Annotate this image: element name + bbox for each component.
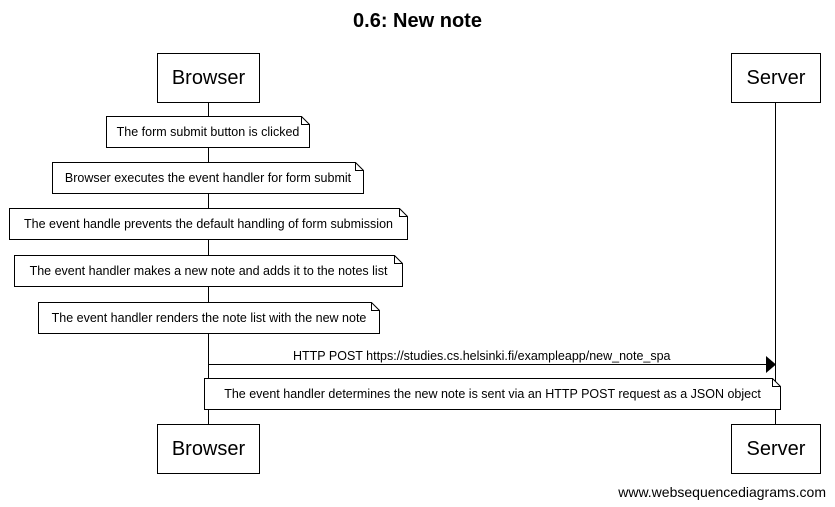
server-participant-top: Server [731,53,821,103]
note-post-json: The event handler determines the new not… [204,378,781,410]
browser-participant-bottom: Browser [157,424,260,474]
note-text: The form submit button is clicked [116,125,300,139]
message-label: HTTP POST https://studies.cs.helsinki.fi… [293,349,671,363]
note-text: Browser executes the event handler for f… [64,171,352,185]
note-text: The event handler makes a new note and a… [29,264,388,278]
note-shape [14,255,403,287]
browser-participant-label: Browser [171,437,246,460]
server-participant-label: Server [746,437,806,460]
note-shape [38,302,380,334]
note-text: The event handler renders the note list … [51,311,367,325]
note-new-note-added: The event handler makes a new note and a… [14,255,403,287]
note-shape [52,162,364,194]
note-submit-clicked: The form submit button is clicked [106,116,310,148]
message-arrow [208,356,776,373]
page-title: 0.6: New note [353,10,482,32]
note-text: The event handle prevents the default ha… [24,217,393,231]
footer-credit: www.websequencediagrams.com [618,484,826,500]
server-participant-label: Server [746,66,806,89]
note-execute-handler: Browser executes the event handler for f… [52,162,364,194]
browser-participant-top: Browser [157,53,260,103]
note-shape [106,116,310,148]
note-shape [204,378,781,410]
note-shape [9,208,408,240]
note-text: The event handler determines the new not… [224,387,761,401]
note-render-list: The event handler renders the note list … [38,302,380,334]
browser-participant-label: Browser [171,66,246,89]
note-prevent-default: The event handle prevents the default ha… [9,208,408,240]
server-lifeline [775,102,776,424]
server-participant-bottom: Server [731,424,821,474]
